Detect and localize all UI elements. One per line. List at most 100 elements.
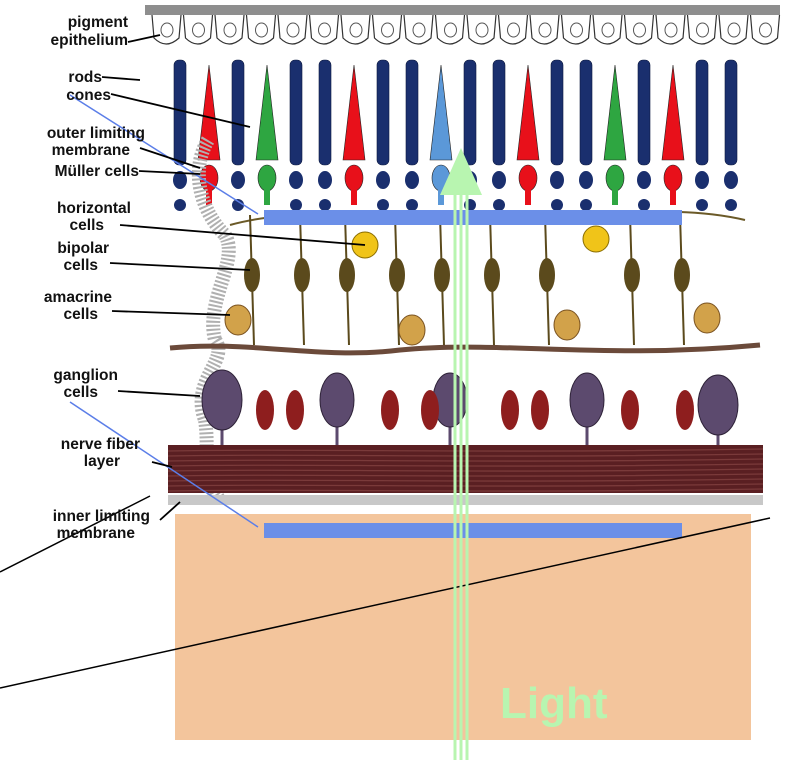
rod-segment: [493, 60, 505, 165]
small-ganglion-cell: [421, 390, 439, 430]
rod-body: [637, 171, 651, 189]
pigment-nucleus: [539, 23, 551, 37]
rod-body: [724, 171, 738, 189]
label-horizontal-1: horizontal: [57, 200, 131, 217]
amacrine-cell: [399, 315, 425, 345]
label-inner-limiting-1: inner limiting: [53, 508, 150, 525]
rod-segment: [406, 60, 418, 165]
pigment-cell: [625, 15, 654, 44]
pigment-cell: [373, 15, 402, 44]
rod-body: [231, 171, 245, 189]
bipolar-cell: [389, 258, 405, 292]
pigment-cell: [719, 15, 748, 44]
label-bipolar-1: bipolar: [57, 240, 109, 257]
amacrine-cell: [554, 310, 580, 340]
pigment-cell: [404, 15, 433, 44]
cone-body: [519, 165, 537, 191]
pigment-cell: [530, 15, 559, 44]
rod-segment: [377, 60, 389, 165]
pigment-cell: [278, 15, 307, 44]
label-pigment-1: pigment: [68, 14, 128, 31]
rod-body: [695, 171, 709, 189]
ganglion-cell: [698, 375, 738, 435]
pigment-nucleus: [634, 23, 646, 37]
pigment-nucleus: [161, 23, 173, 37]
pigment-nucleus: [287, 23, 299, 37]
amacrine-cell: [694, 303, 720, 333]
label-amacrine-2: cells: [64, 306, 98, 323]
pigment-nucleus: [571, 23, 583, 37]
cone-stalk: [351, 190, 357, 205]
rod-segment: [290, 60, 302, 165]
cone-stalk: [264, 190, 270, 205]
bipolar-cell: [484, 258, 500, 292]
rod-terminal: [290, 199, 302, 211]
label-outer-limiting-2: membrane: [52, 142, 131, 159]
label-horizontal-2: cells: [70, 217, 104, 234]
rod-terminal: [638, 199, 650, 211]
rod-terminal: [377, 199, 389, 211]
pigment-cell: [751, 15, 780, 44]
cone-body: [664, 165, 682, 191]
label-ganglion-2: cells: [64, 384, 98, 401]
pigment-cell: [152, 15, 181, 44]
rod-body: [289, 171, 303, 189]
pigment-nucleus: [350, 23, 362, 37]
label-cones: cones: [66, 87, 111, 104]
pigment-nucleus: [256, 23, 268, 37]
tissue-box: [175, 514, 751, 740]
bipolar-cell: [294, 258, 310, 292]
label-nerve-fiber-2: layer: [84, 453, 120, 470]
small-ganglion-cell: [621, 390, 639, 430]
rod-segment: [464, 60, 476, 165]
inner-plexiform-band: [170, 345, 760, 353]
rod-body: [492, 171, 506, 189]
pigment-cell: [436, 15, 465, 44]
pigment-nucleus: [319, 23, 331, 37]
cone-body: [258, 165, 276, 191]
pigment-cell: [215, 15, 244, 44]
small-ganglion-cell: [501, 390, 519, 430]
cone-stalk: [525, 190, 531, 205]
small-ganglion-cell: [381, 390, 399, 430]
cone-outer-segment: [430, 65, 452, 160]
pigment-cell: [310, 15, 339, 44]
cone-outer-segment: [604, 65, 626, 160]
label-amacrine-1: amacrine: [44, 289, 112, 306]
amacrine-cell: [225, 305, 251, 335]
label-nerve-fiber-1: nerve fiber: [61, 436, 140, 453]
rod-segment: [725, 60, 737, 165]
rod-segment: [232, 60, 244, 165]
cone-outer-segment: [517, 65, 539, 160]
rod-body: [579, 171, 593, 189]
label-outer-limiting-1: outer limiting: [47, 125, 145, 142]
pigment-epithelium: [152, 15, 780, 44]
label-pigment-2: epithelium: [50, 32, 128, 49]
rod-terminal: [319, 199, 331, 211]
rod-terminal: [551, 199, 563, 211]
small-ganglion-cell: [676, 390, 694, 430]
pigment-nucleus: [413, 23, 425, 37]
small-ganglion-cell: [256, 390, 274, 430]
small-ganglion-cell: [286, 390, 304, 430]
rod-body: [405, 171, 419, 189]
pigment-cell: [467, 15, 496, 44]
cone-body: [345, 165, 363, 191]
pigment-cell: [341, 15, 370, 44]
bipolar-cell: [339, 258, 355, 292]
inner-highlight-bar: [264, 523, 682, 538]
bipolar-cell: [539, 258, 555, 292]
pigment-cell: [593, 15, 622, 44]
pigment-nucleus: [508, 23, 520, 37]
outer-highlight-bar: [264, 210, 682, 225]
ganglion-cell: [202, 370, 242, 430]
bipolar-cell: [624, 258, 640, 292]
pigment-nucleus: [728, 23, 740, 37]
cone-outer-segment: [256, 65, 278, 160]
pigment-nucleus: [382, 23, 394, 37]
pigment-cell: [562, 15, 591, 44]
rod-segment: [551, 60, 563, 165]
pigment-nucleus: [665, 23, 677, 37]
